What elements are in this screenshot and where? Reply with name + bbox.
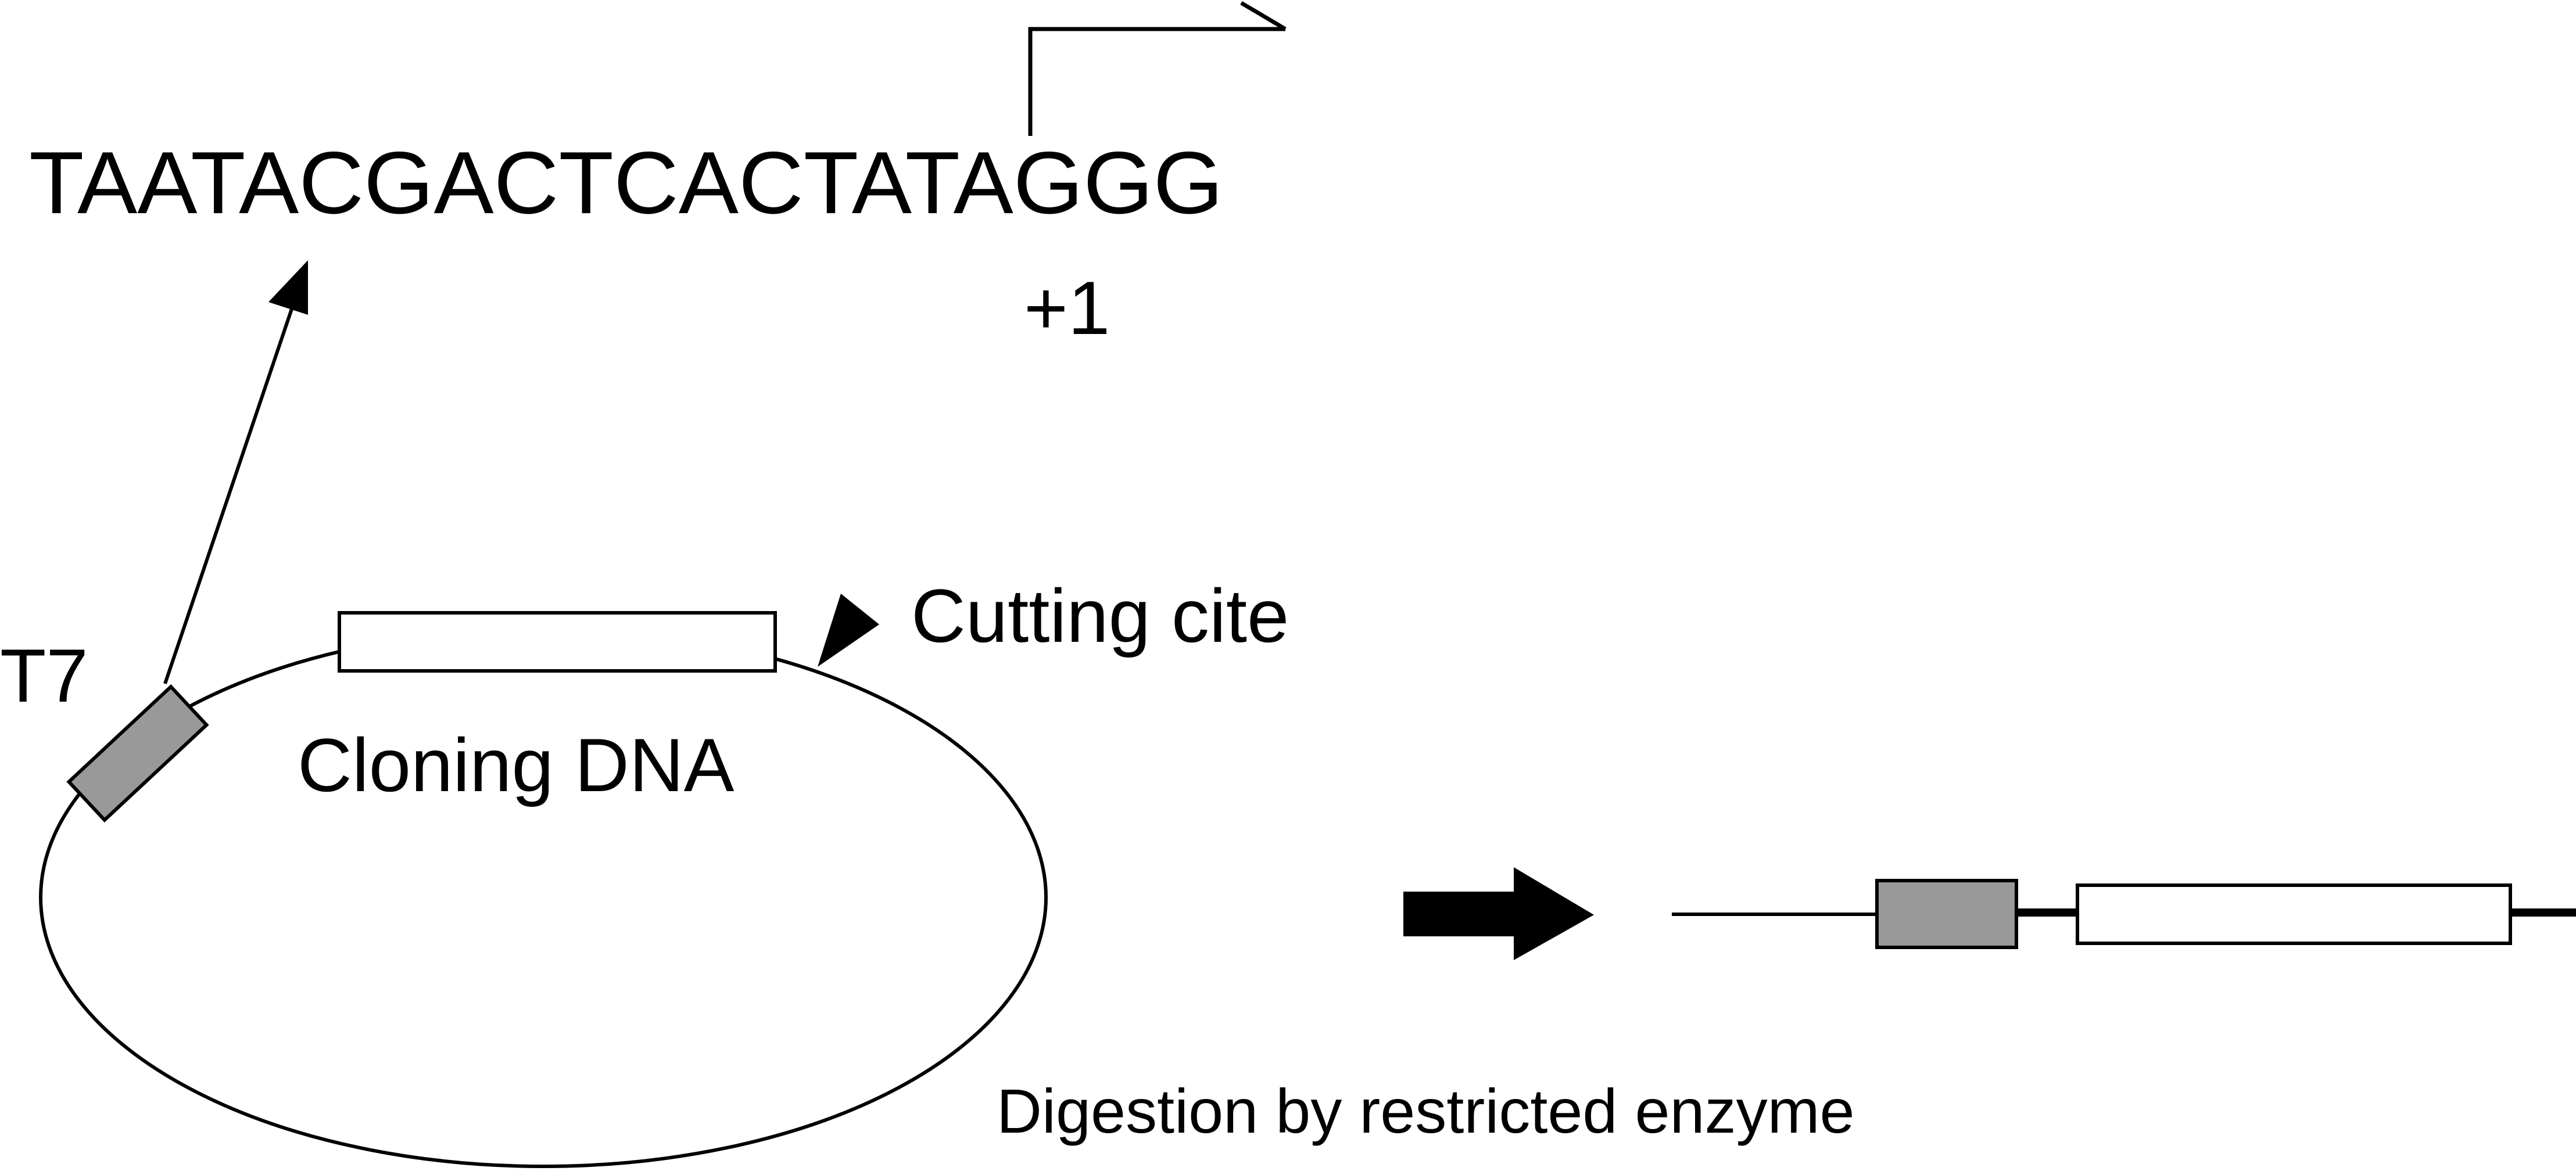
promoter-pointer-arrow	[163, 260, 308, 684]
t7-label: T7	[0, 633, 88, 718]
linearized-dna	[1672, 879, 2576, 949]
t7-promoter-block	[66, 684, 209, 822]
cutting-site-label: Cutting cite	[911, 573, 1289, 658]
cutting-site-arrowhead	[818, 594, 879, 667]
process-arrow	[1403, 867, 1594, 960]
promoter-sequence: TAATACGACTCACTATAGGG	[29, 134, 1223, 232]
linear-cloning-dna-block	[2076, 883, 2512, 945]
linear-t7-promoter-block	[1875, 879, 2018, 949]
cloning-dna-block	[338, 611, 777, 673]
transcription-start-arrow	[1028, 1, 1287, 136]
cloning-dna-label: Cloning DNA	[298, 723, 735, 807]
digestion-step-label: Digestion by restricted enzyme	[997, 1076, 1855, 1146]
transcription-start-label: +1	[1024, 265, 1110, 350]
